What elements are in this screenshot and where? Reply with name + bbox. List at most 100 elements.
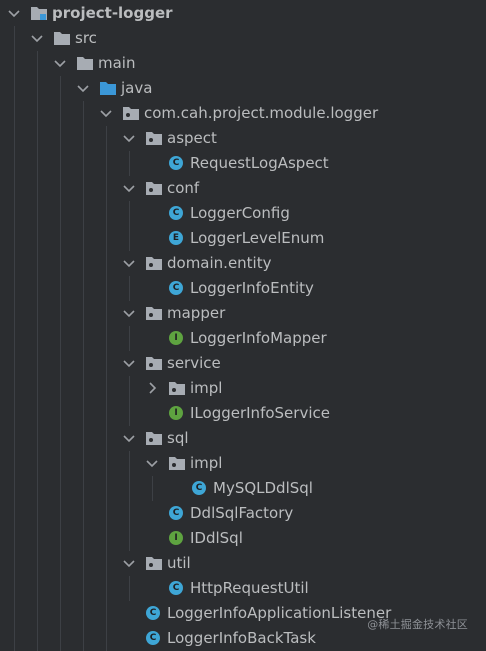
package-icon	[145, 355, 163, 371]
interface-icon: I	[168, 330, 186, 346]
chevron-down-icon[interactable]	[121, 303, 137, 323]
tree-item-label: HttpRequestUtil	[190, 579, 309, 597]
package-icon	[168, 455, 186, 471]
indent-guide	[106, 126, 107, 651]
package-icon	[168, 380, 186, 396]
tree-item-label: MySQLDdlSql	[213, 479, 313, 497]
class-icon: C	[145, 630, 163, 646]
tree-item[interactable]: domain.entity	[0, 251, 486, 276]
tree-item[interactable]: conf	[0, 176, 486, 201]
package-icon	[145, 130, 163, 146]
chevron-down-icon[interactable]	[52, 53, 68, 73]
chevron-down-icon[interactable]	[121, 178, 137, 198]
tree-item-label: main	[98, 54, 136, 72]
tree-item-label: project-logger	[52, 4, 173, 22]
chevron-down-icon[interactable]	[121, 253, 137, 273]
chevron-right-icon[interactable]	[144, 378, 160, 398]
chevron-down-icon[interactable]	[29, 28, 45, 48]
tree-item-label: conf	[167, 179, 200, 197]
folder-icon	[53, 30, 71, 46]
tree-item[interactable]: aspect	[0, 126, 486, 151]
tree-item-label: aspect	[167, 129, 217, 147]
indent-guide	[129, 451, 130, 551]
indent-guide	[37, 51, 38, 651]
chevron-down-icon[interactable]	[121, 553, 137, 573]
tree-item-label: LoggerInfoMapper	[190, 329, 327, 347]
class-icon: C	[168, 155, 186, 171]
class-icon: C	[168, 280, 186, 296]
tree-item[interactable]: sql	[0, 426, 486, 451]
tree-item[interactable]: util	[0, 551, 486, 576]
tree-item-label: ILoggerInfoService	[190, 404, 330, 422]
tree-item[interactable]: main	[0, 51, 486, 76]
tree-item-label: LoggerInfoBackTask	[167, 629, 316, 647]
watermark: @稀土掘金技术社区	[367, 618, 468, 631]
indent-guide	[129, 326, 130, 351]
indent-guide	[83, 101, 84, 651]
class-icon: C	[168, 580, 186, 596]
tree-item-label: LoggerInfoEntity	[190, 279, 314, 297]
package-icon	[145, 555, 163, 571]
chevron-down-icon[interactable]	[121, 428, 137, 448]
tree-item[interactable]: impl	[0, 376, 486, 401]
tree-item-label: service	[167, 354, 221, 372]
tree-item-label: mapper	[167, 304, 226, 322]
indent-guide	[60, 76, 61, 651]
indent-guide	[152, 476, 153, 501]
class-icon: C	[191, 480, 209, 496]
class-icon: C	[168, 505, 186, 521]
indent-guide	[14, 26, 15, 651]
chevron-down-icon[interactable]	[75, 78, 91, 98]
tree-item[interactable]: src	[0, 26, 486, 51]
tree-item[interactable]: service	[0, 351, 486, 376]
source-root-folder-icon	[99, 80, 117, 96]
tree-item[interactable]: java	[0, 76, 486, 101]
tree-item-label: LoggerLevelEnum	[190, 229, 325, 247]
tree-item[interactable]: project-logger	[0, 1, 486, 26]
tree-item-label: java	[121, 79, 153, 97]
chevron-down-icon[interactable]	[144, 453, 160, 473]
package-icon	[145, 305, 163, 321]
chevron-down-icon[interactable]	[6, 3, 22, 23]
folder-icon	[76, 55, 94, 71]
interface-icon: I	[168, 405, 186, 421]
package-icon	[145, 255, 163, 271]
indent-guide	[129, 576, 130, 601]
tree-item-label: domain.entity	[167, 254, 272, 272]
tree-item-label: util	[167, 554, 191, 572]
tree-item[interactable]: com.cah.project.module.logger	[0, 101, 486, 126]
class-icon: C	[168, 205, 186, 221]
tree-item-label: impl	[190, 379, 223, 397]
package-icon	[122, 105, 140, 121]
tree-item[interactable]: mapper	[0, 301, 486, 326]
tree-item[interactable]: impl	[0, 451, 486, 476]
chevron-down-icon[interactable]	[121, 353, 137, 373]
tree-item-label: LoggerInfoApplicationListener	[167, 604, 392, 622]
module-folder-icon	[30, 5, 48, 21]
chevron-down-icon[interactable]	[121, 128, 137, 148]
package-icon	[145, 430, 163, 446]
tree-item-label: impl	[190, 454, 223, 472]
tree-item-label: RequestLogAspect	[190, 154, 329, 172]
tree-item-label: src	[75, 29, 97, 47]
chevron-down-icon[interactable]	[98, 103, 114, 123]
package-icon	[145, 180, 163, 196]
interface-icon: I	[168, 530, 186, 546]
tree-item-label: LoggerConfig	[190, 204, 290, 222]
enum-icon: E	[168, 230, 186, 246]
indent-guide	[129, 201, 130, 251]
tree-item-label: DdlSqlFactory	[190, 504, 294, 522]
indent-guide	[129, 376, 130, 426]
